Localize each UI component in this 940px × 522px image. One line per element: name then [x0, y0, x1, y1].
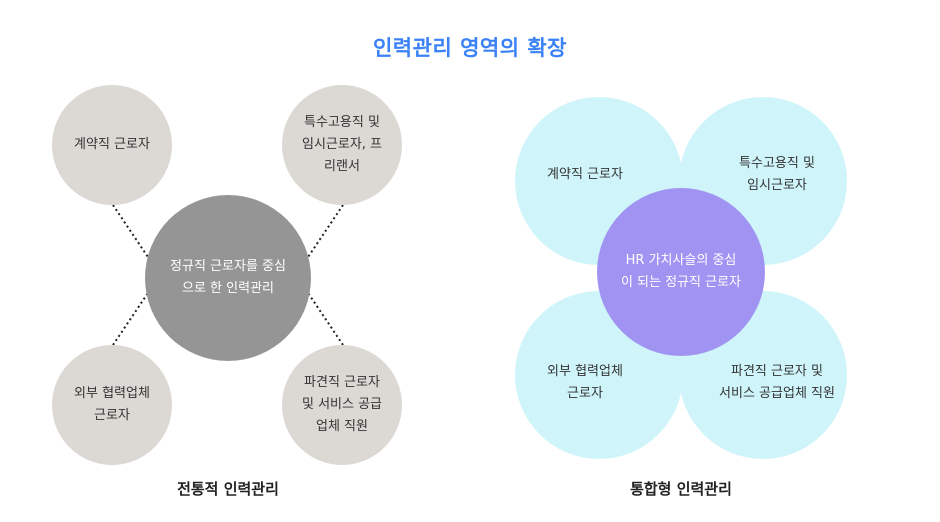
traditional-bottom-left-label: 외부 협력업체 근로자 [74, 386, 150, 423]
traditional-top-right-label: 특수고용직 및 임시근로자, 프 리랜서 [301, 115, 383, 174]
traditional-top-right-circle: 특수고용직 및 임시근로자, 프 리랜서 [282, 85, 402, 205]
integrated-caption: 통합형 인력관리 [630, 480, 732, 498]
traditional-bottom-right-label: 파견직 근로자 및 서비스 공급 업체 직원 [301, 375, 383, 434]
traditional-top-left-label: 계약직 근로자 [74, 137, 150, 152]
integrated-bottom-left-label: 외부 협력업체 근로자 [547, 364, 623, 401]
integrated-top-left-circle: 계약직 근로자 [515, 97, 683, 265]
page-title: 인력관리 영역의 확장 [372, 36, 567, 60]
integrated-top-right-label: 특수고용직 및 임시근로자 [739, 156, 815, 193]
integrated-top-left-label: 계약직 근로자 [547, 167, 623, 182]
integrated-bottom-right-label: 파견직 근로자 및 서비스 공급업체 직원 [719, 364, 835, 401]
traditional-top-left-circle: 계약직 근로자 [52, 85, 172, 205]
integrated-center-label: HR 가치사슬의 중심 이 되는 정규직 근로자 [620, 253, 742, 290]
traditional-bottom-left-circle: 외부 협력업체 근로자 [52, 345, 172, 465]
traditional-bottom-right-circle: 파견직 근로자 및 서비스 공급 업체 직원 [282, 345, 402, 465]
traditional-center-circle: 정규직 근로자를 중심 으로 한 인력관리 [145, 195, 311, 361]
integrated-center-circle: HR 가치사슬의 중심 이 되는 정규직 근로자 [597, 188, 765, 356]
traditional-center-label: 정규직 근로자를 중심 으로 한 인력관리 [170, 259, 286, 296]
traditional-caption: 전통적 인력관리 [177, 480, 279, 498]
